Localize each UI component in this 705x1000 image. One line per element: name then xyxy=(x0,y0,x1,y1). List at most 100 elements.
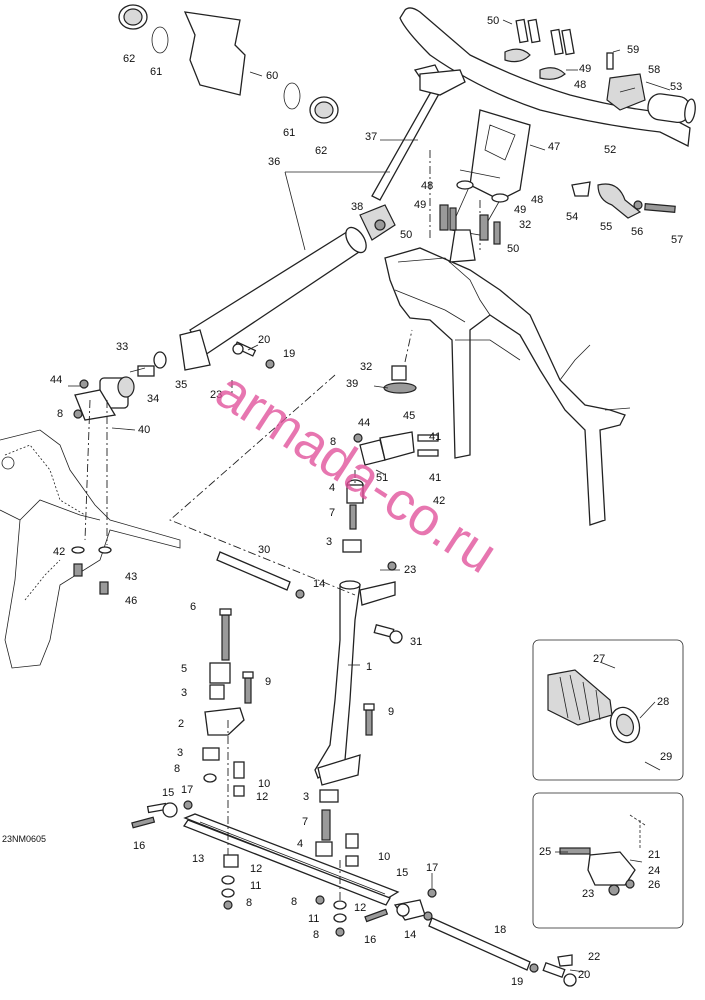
callout-label: 41 xyxy=(429,472,441,484)
lower-mid-stack xyxy=(315,895,347,937)
callout-label: 17 xyxy=(426,862,438,874)
bolt-9-left xyxy=(242,671,254,704)
callout-label: 8 xyxy=(174,763,180,775)
callout-label: 14 xyxy=(404,929,416,941)
callout-label: 49 xyxy=(514,204,526,216)
lower-left-stack xyxy=(221,854,239,910)
callout-label: 20 xyxy=(258,334,270,346)
callout-label: 3 xyxy=(303,791,309,803)
callout-label: 50 xyxy=(507,243,519,255)
ball-joint-31 xyxy=(373,624,403,644)
callout-label: 34 xyxy=(147,393,159,405)
callout-label: 10 xyxy=(378,851,390,863)
callout-label: 20 xyxy=(578,969,590,981)
callout-label: 32 xyxy=(360,361,372,373)
callout-label: 25 xyxy=(539,846,551,858)
tie-rod-upper-30 xyxy=(216,551,305,599)
callout-label: 46 xyxy=(125,595,137,607)
callout-label: 57 xyxy=(671,234,683,246)
callout-label: 15 xyxy=(396,867,408,879)
callout-label: 23 xyxy=(582,888,594,900)
callout-label: 8 xyxy=(57,408,63,420)
callout-label: 26 xyxy=(648,879,660,891)
callout-label: 8 xyxy=(291,896,297,908)
callout-label: 19 xyxy=(511,976,523,988)
callout-label: 62 xyxy=(315,145,327,157)
reference-code: 23NM0605 xyxy=(2,834,46,844)
callout-label: 19 xyxy=(283,348,295,360)
o-ring-top-left xyxy=(151,26,169,54)
bushing-4-lower xyxy=(315,841,333,857)
callout-label: 37 xyxy=(365,131,377,143)
support-bracket-51 xyxy=(353,431,439,466)
callout-label: 16 xyxy=(133,840,145,852)
callout-label: 52 xyxy=(604,144,616,156)
callout-36-bracket xyxy=(284,171,390,251)
callout-label: 6 xyxy=(190,601,196,613)
callout-label: 50 xyxy=(400,229,412,241)
bushing-3-left xyxy=(209,684,225,700)
callout-label: 11 xyxy=(250,880,261,892)
callout-label: 49 xyxy=(414,199,426,211)
callout-label: 5 xyxy=(181,663,187,675)
callout-label: 35 xyxy=(175,379,187,391)
callout-label: 8 xyxy=(330,436,336,448)
callout-leaders xyxy=(68,19,671,973)
callout-labels: 62 61 60 61 62 50 59 58 49 48 53 37 47 5… xyxy=(2,15,683,988)
callout-label: 49 xyxy=(579,63,591,75)
callout-label: 8 xyxy=(313,929,319,941)
spacers-10-12-left xyxy=(233,761,245,797)
callout-label: 14 xyxy=(313,578,325,590)
callout-label: 30 xyxy=(258,544,270,556)
frame-left xyxy=(0,429,181,669)
callout-label: 33 xyxy=(116,341,128,353)
callout-label: 23 xyxy=(404,564,416,576)
nut-19-top xyxy=(265,359,275,369)
callout-label: 15 xyxy=(162,787,174,799)
callout-label: 41 xyxy=(429,431,441,443)
throttle-housing xyxy=(606,73,646,111)
inset-clamp-panel xyxy=(532,792,684,929)
callout-label: 47 xyxy=(548,141,560,153)
callout-label: 44 xyxy=(50,374,62,386)
callout-label: 50 xyxy=(487,15,499,27)
lever-2 xyxy=(204,707,245,736)
bushing-32-upper xyxy=(449,229,476,263)
callout-label: 18 xyxy=(494,924,506,936)
frame-right xyxy=(384,247,631,526)
steering-column-upper xyxy=(371,64,466,201)
bolt-9-right xyxy=(363,703,375,736)
bolt-6 xyxy=(219,608,232,661)
callout-label: 1 xyxy=(366,661,372,673)
callout-label: 4 xyxy=(329,482,335,494)
inset-boot-panel xyxy=(532,639,684,781)
callout-label: 16 xyxy=(364,934,376,946)
callout-label: 31 xyxy=(410,636,422,648)
handlebar-clamp-bolts xyxy=(504,18,614,80)
callout-label: 9 xyxy=(388,706,394,718)
left-hardware xyxy=(71,409,112,595)
handlebar xyxy=(399,7,691,147)
callout-label: 21 xyxy=(648,849,660,861)
callout-label: 7 xyxy=(329,507,335,519)
callout-label: 61 xyxy=(283,127,295,139)
washer-8-left xyxy=(203,773,217,783)
riser-hardware xyxy=(439,180,509,245)
callout-label: 7 xyxy=(302,816,308,828)
callout-label: 13 xyxy=(192,853,204,865)
callout-label: 60 xyxy=(266,70,278,82)
callout-label: 4 xyxy=(297,838,303,850)
callout-label: 42 xyxy=(53,546,65,558)
callout-label: 12 xyxy=(250,863,262,875)
callout-label: 59 xyxy=(627,44,639,56)
callout-label: 53 xyxy=(670,81,682,93)
callout-label: 48 xyxy=(574,79,586,91)
bushing-32-lower xyxy=(383,365,417,394)
bushings-upper xyxy=(342,479,364,553)
callout-label: 40 xyxy=(138,424,150,436)
callout-label: 48 xyxy=(421,180,433,192)
spacer-5 xyxy=(209,662,231,684)
callout-label: 11 xyxy=(308,913,319,925)
